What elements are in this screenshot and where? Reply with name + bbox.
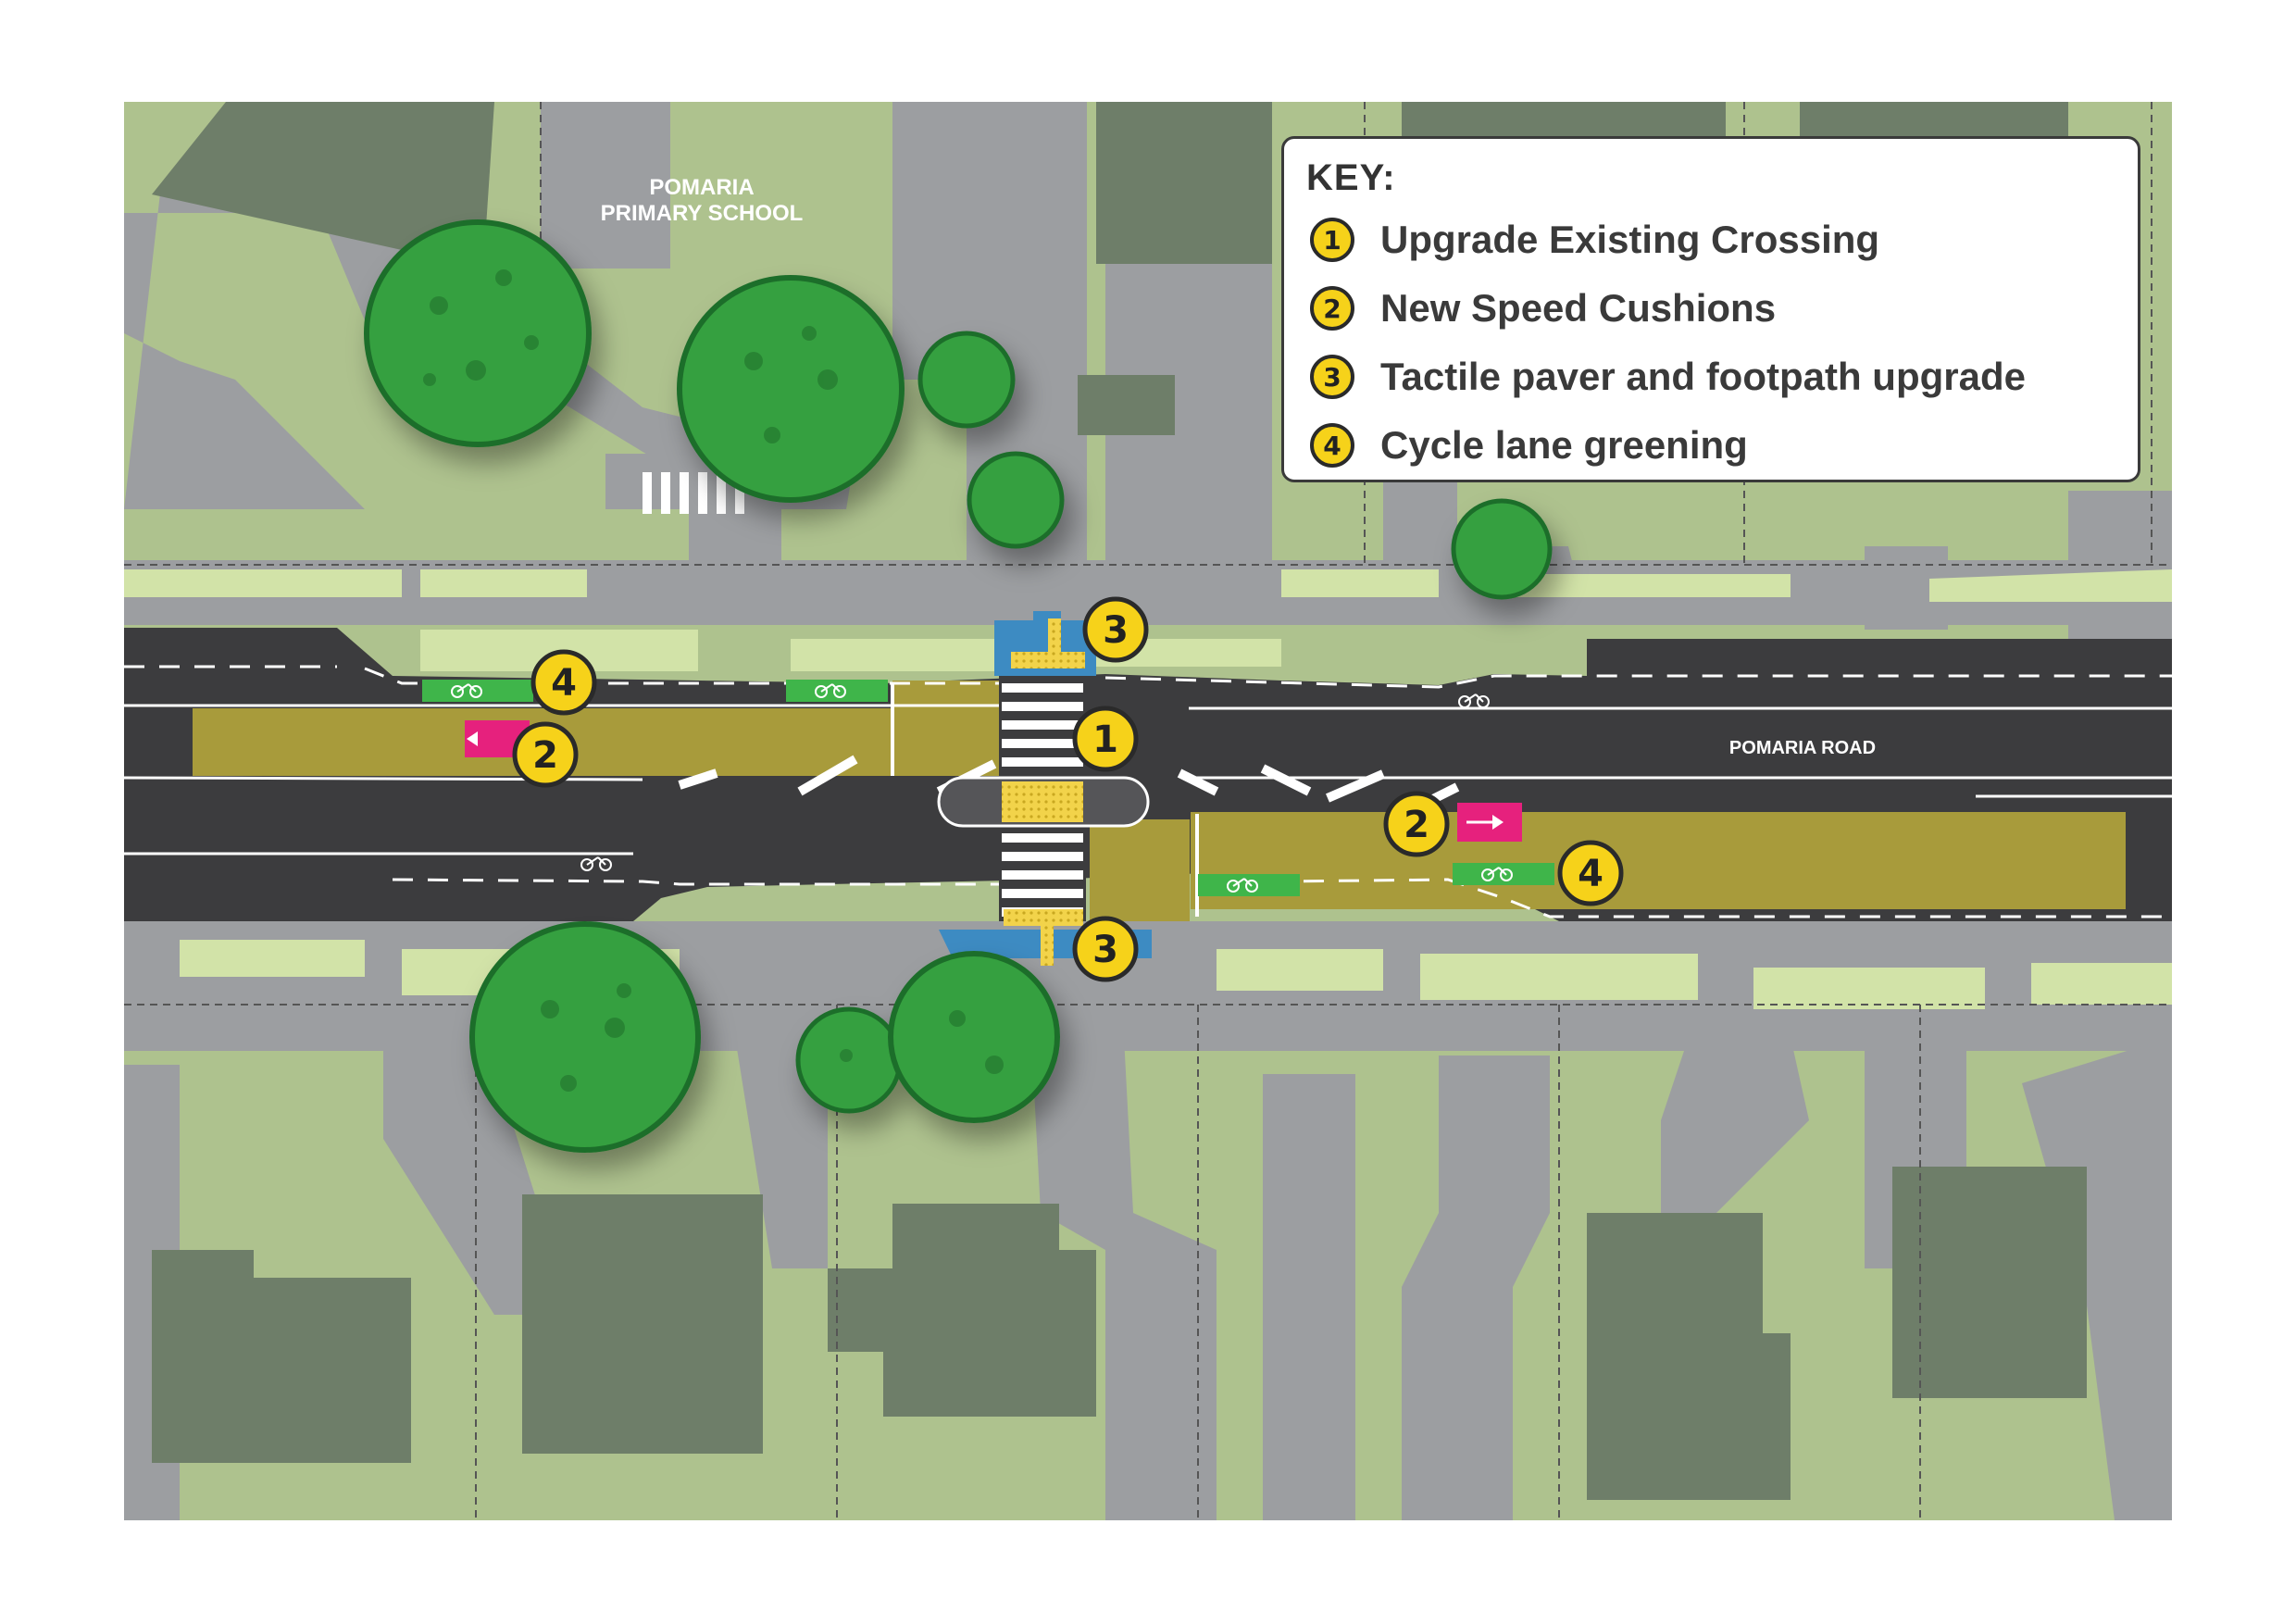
road-label: POMARIA ROAD: [1729, 738, 1876, 758]
south-buildings: [152, 1167, 2087, 1500]
svg-text:2: 2: [532, 734, 558, 777]
cycle-symbols: [451, 683, 1513, 893]
marker-1-crossing[interactable]: 1: [1072, 706, 1139, 772]
tree-icon: [888, 951, 1060, 1123]
marker-2-east[interactable]: 2: [1383, 791, 1450, 857]
key-item-cycle-greening: 4 Cycle lane greening: [1306, 418, 2138, 472]
property-boundaries: [124, 102, 2172, 1520]
marker-4-south[interactable]: 4: [1557, 840, 1624, 906]
key-item-speed-cushions: 2 New Speed Cushions: [1306, 281, 2138, 335]
key-item-upgrade-crossing: 1 Upgrade Existing Crossing: [1306, 213, 2138, 267]
svg-text:4: 4: [551, 662, 577, 705]
key-title: KEY:: [1306, 157, 1396, 198]
tree-icon: [1451, 498, 1553, 600]
tree-texture: [423, 269, 1004, 1092]
svg-text:2: 2: [1404, 804, 1429, 846]
svg-text:4: 4: [1578, 853, 1603, 895]
tactile-pavers: [1004, 618, 1085, 966]
key-number-badge: 1: [1310, 218, 1354, 262]
key-number-badge: 3: [1310, 355, 1354, 399]
tree-icon: [967, 451, 1065, 549]
marker-3-north[interactable]: 3: [1082, 596, 1149, 663]
north-verge: [124, 569, 2172, 671]
key-item-tactile-paver: 3 Tactile paver and footpath upgrade: [1306, 350, 2138, 404]
key-item-label: New Speed Cushions: [1380, 286, 1777, 330]
key-number-badge: 4: [1310, 423, 1354, 468]
median-edges: [891, 683, 1199, 917]
marker-3-south[interactable]: 3: [1072, 916, 1139, 982]
map-key: KEY: 1 Upgrade Existing Crossing 2 New S…: [1281, 136, 2140, 482]
north-buildings: [152, 102, 2068, 435]
tree-icon: [469, 921, 701, 1153]
key-number-badge: 2: [1310, 286, 1354, 331]
school-label-line2: PRIMARY SCHOOL: [601, 201, 804, 226]
key-item-label: Cycle lane greening: [1380, 423, 1748, 467]
tree-icon: [364, 219, 592, 447]
lane-lines: [124, 665, 2172, 918]
tree-icon: [917, 331, 1016, 429]
cycle-lanes: [422, 680, 1554, 896]
school-zebra: [643, 472, 744, 514]
svg-text:1: 1: [1092, 718, 1118, 761]
tree-icon: [677, 275, 905, 503]
school-label-line1: POMARIA: [649, 175, 754, 200]
key-item-label: Tactile paver and footpath upgrade: [1380, 355, 2026, 398]
svg-text:3: 3: [1092, 929, 1118, 971]
svg-text:3: 3: [1103, 609, 1129, 652]
marker-4-north[interactable]: 4: [530, 649, 597, 716]
key-item-label: Upgrade Existing Crossing: [1380, 218, 1880, 261]
marker-2-west[interactable]: 2: [512, 721, 579, 788]
refuge-island: [937, 776, 1150, 828]
medians: [193, 681, 2126, 921]
trees: [364, 219, 1553, 1153]
